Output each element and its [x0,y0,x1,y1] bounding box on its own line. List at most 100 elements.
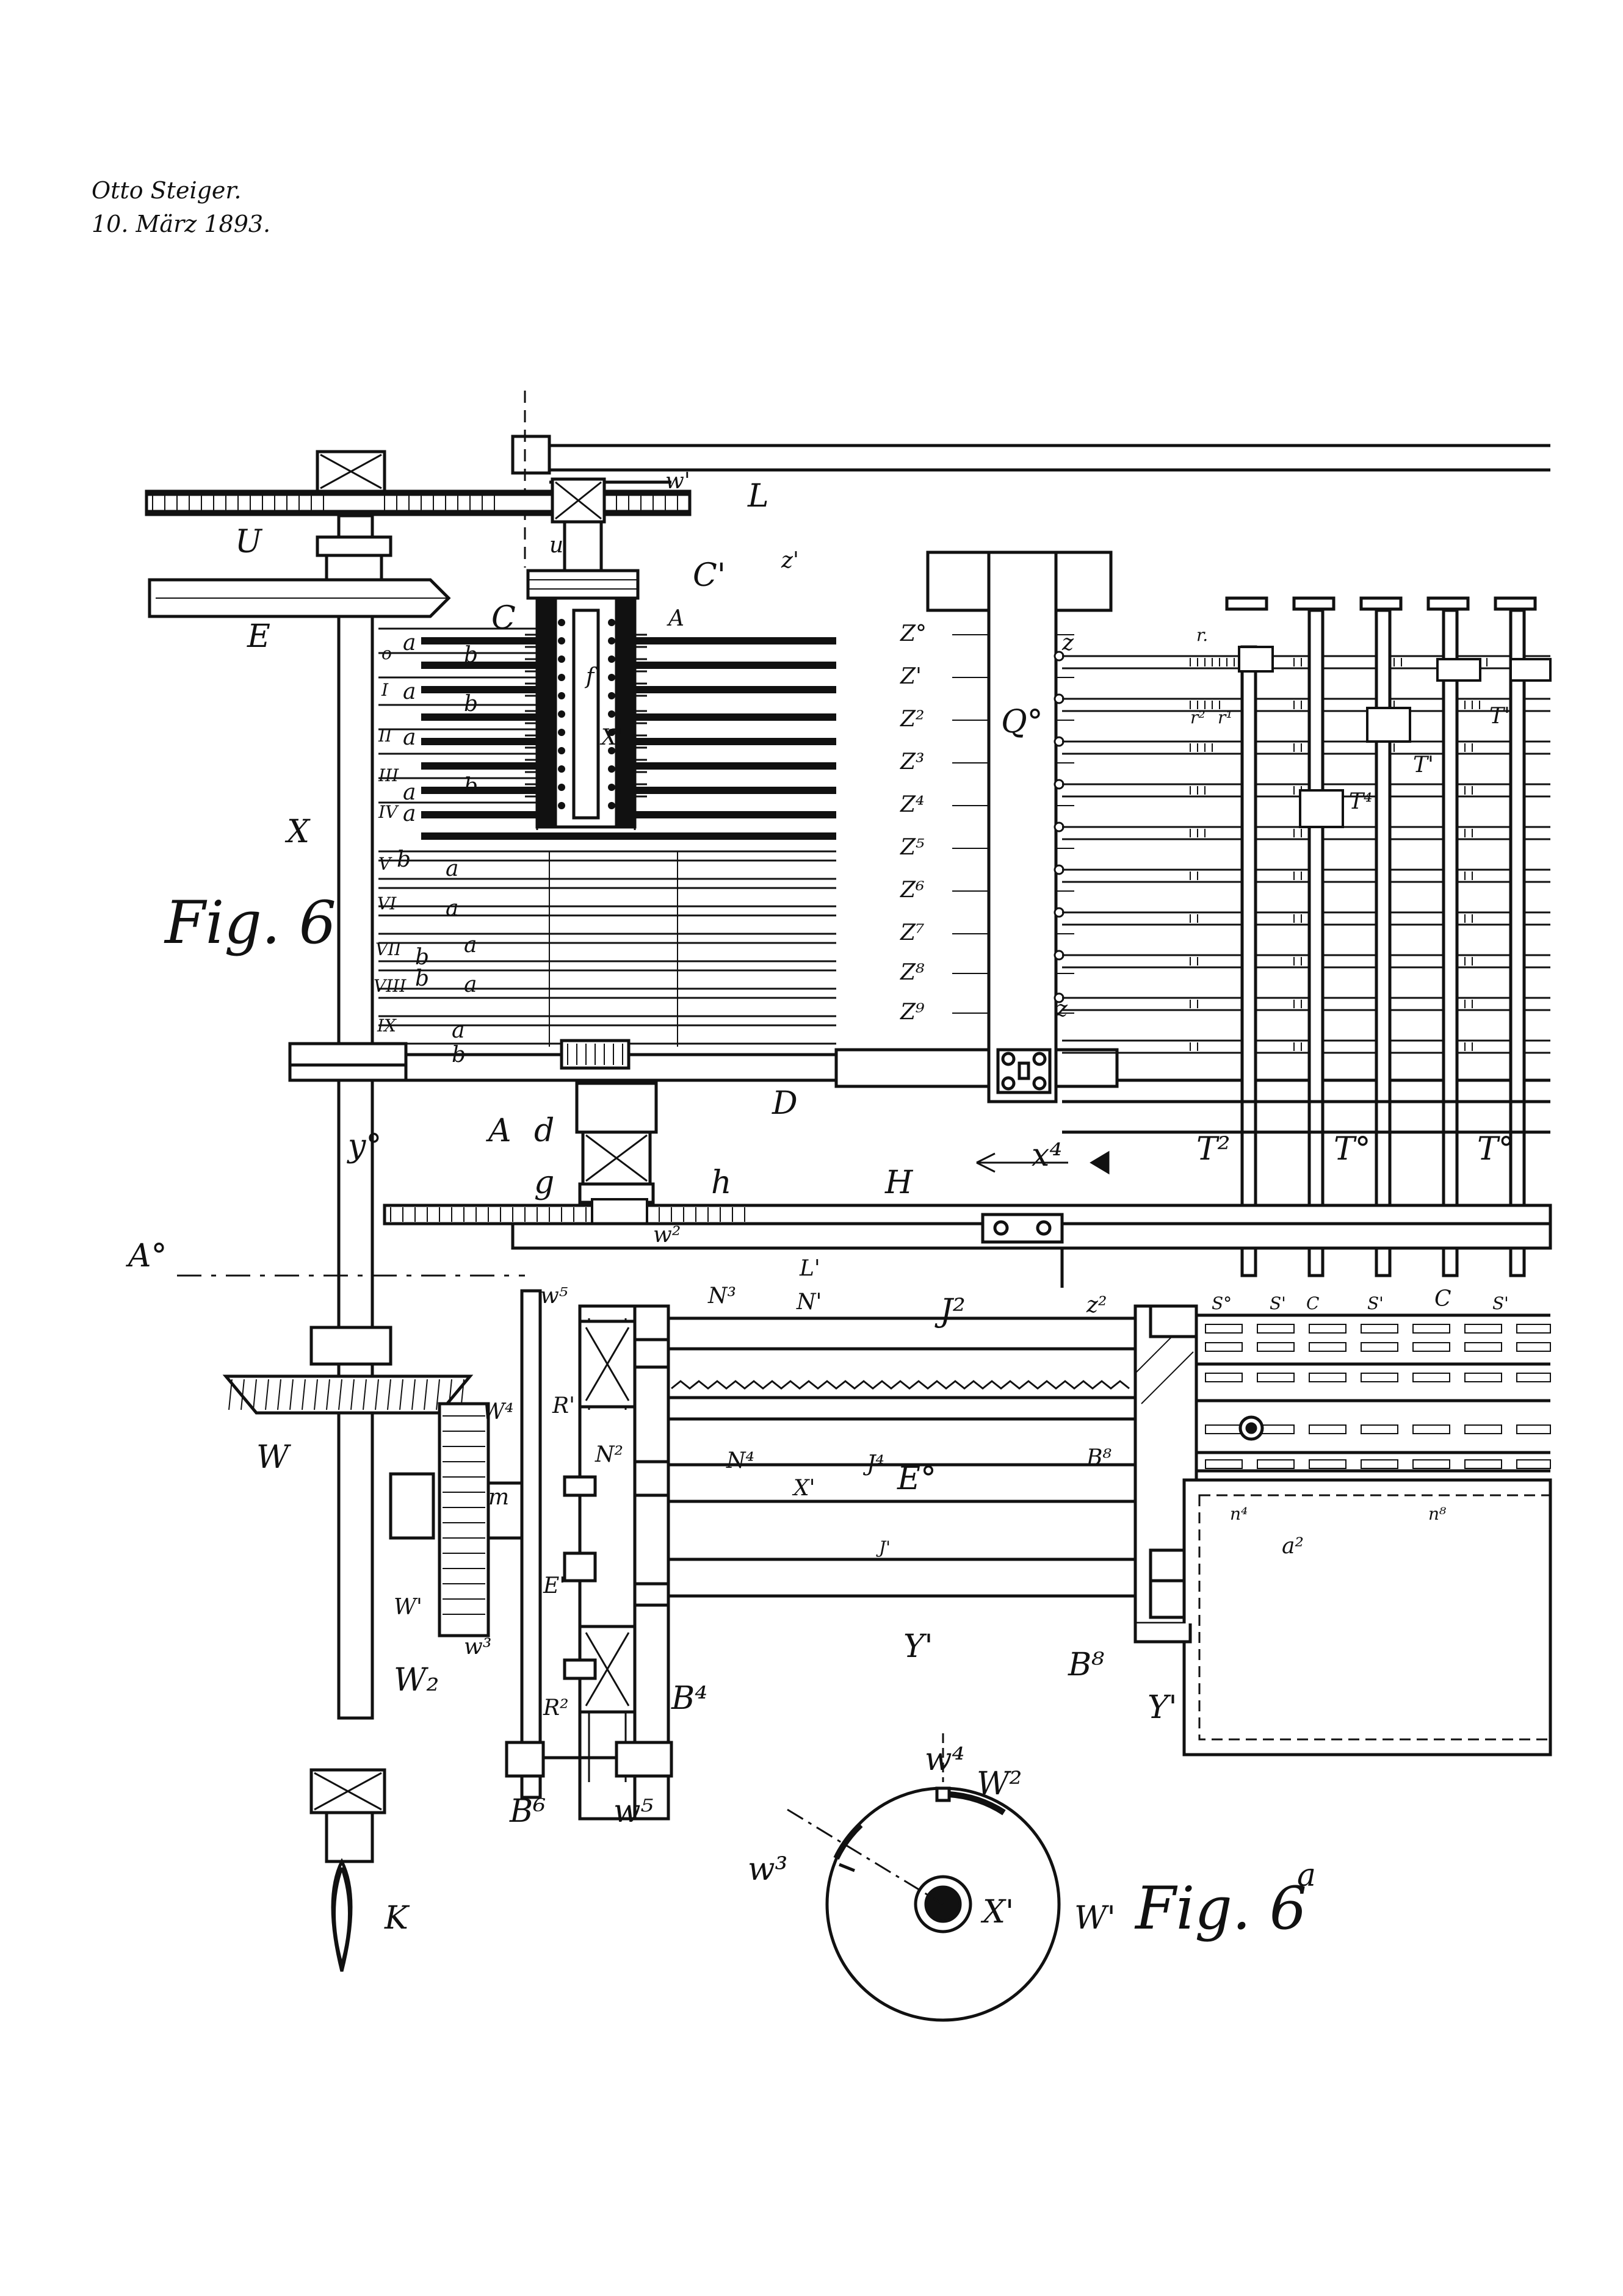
label-z7: Z⁷ [900,920,924,945]
label-w5-top: w⁵ [540,1283,568,1309]
label-w-gear: W [256,1439,291,1476]
label-c-sub: C [1306,1293,1319,1313]
label-w3: w³ [464,1634,491,1659]
fig6a-label-w2: W² [977,1766,1022,1802]
label-a-row6: a [446,896,458,921]
label-q0: Q° [1001,704,1043,740]
fig6a-disc [787,1733,1061,2022]
label-a-row0: a [403,630,416,655]
label-a-row7: a [464,933,477,958]
label-a-row4: a [403,801,416,826]
label-w1-gear: W' [394,1595,422,1620]
label-b8-a: B⁸ [1086,1445,1112,1470]
fig6a-label: Fig. 6 [1134,1874,1307,1943]
label-s0: S° [1212,1293,1232,1313]
fig6a-label-w1: W' [1074,1900,1116,1937]
lower-assembly [505,1289,1552,1821]
cylinder-x1 [526,477,640,829]
label-a2: a² [1282,1534,1304,1559]
row-label-3: III [378,765,399,785]
label-h-rack: H [884,1164,914,1201]
label-e0: E° [897,1460,936,1497]
row-label-4: IV [378,802,399,822]
label-e: E [247,618,270,655]
label-b-row0: b [464,643,478,668]
fig6a-label-x1: X' [980,1894,1014,1930]
fig6-label: Fig. 6 [164,889,336,957]
label-x4: x⁴ [1032,1137,1062,1174]
label-y0: y° [347,1128,381,1164]
label-x1-shaft: X' [792,1476,815,1501]
fig6a-suffix: a [1297,1857,1316,1894]
label-g: g [534,1164,554,1201]
label-z6: Z⁶ [900,878,924,903]
inventor-name: Otto Steiger. [92,177,242,204]
label-b8-b: B⁸ [1068,1647,1104,1683]
label-a-row5: a [446,856,458,881]
blade-e [148,578,451,618]
label-z2: z² [1086,1293,1107,1318]
label-j1: J' [876,1537,891,1558]
label-b-row8: b [415,966,429,991]
label-s2-a: S' [1367,1293,1384,1313]
label-z3: Z³ [900,749,924,774]
label-z0: Z° [900,621,927,646]
frame-top [511,391,1550,568]
label-n3: N³ [707,1283,736,1309]
label-x1-cyl: X' [599,725,623,750]
shaft-x [309,514,392,1972]
label-l1: L' [799,1256,820,1281]
label-w4: W⁴ [482,1399,513,1424]
label-b-row7: b [415,945,429,970]
label-n4-small: n⁴ [1230,1504,1248,1524]
label-u-small: u [549,533,563,558]
label-r2: r² [1190,707,1206,727]
label-a-top: A [667,606,684,631]
label-z9: Z⁹ [900,1000,925,1025]
row-label-5: V [378,854,392,874]
label-a-row9: a [452,1018,464,1043]
label-d-plate: D [772,1085,798,1122]
label-z4: Z⁴ [900,792,924,817]
label-a0: A° [126,1238,167,1274]
fig6a-label-w4: w⁴ [925,1741,964,1778]
lower-plate-d [288,1039,1550,1088]
label-t0-b: T° [1477,1131,1514,1168]
label-t-top: T' [1489,704,1510,729]
label-y1-b: Y' [1148,1689,1177,1726]
label-a-row3: a [403,780,416,805]
label-j2: J² [934,1293,966,1329]
label-m: m [488,1485,509,1510]
label-z1-bar: Z' [900,664,922,689]
label-a-lower: A [486,1113,511,1149]
rack-bars-upper [378,627,836,840]
label-n8: n⁸ [1428,1504,1447,1524]
label-w1: w' [665,469,690,494]
row-label-9: IX [377,1016,397,1036]
label-b-row1: b [464,691,478,717]
label-x: X [284,814,311,850]
row-label-2: II [378,726,392,746]
label-a-row8: a [464,972,477,997]
label-k: K [384,1900,410,1937]
label-c-sub-b: C [1434,1287,1451,1312]
column-q0 [926,551,1113,1103]
label-n1: N' [796,1290,822,1315]
label-w2-gear: W₂ [394,1662,439,1699]
label-w5-bottom: w⁵ [613,1793,654,1830]
label-b-row5: b [397,847,411,872]
row-label-7: VII [375,939,402,959]
row-label-1: I [381,680,389,700]
label-d: d [534,1113,554,1149]
labels: Fig. 6 Fig. 6 a U u E X L w' C' C A f X'… [126,469,1514,1943]
label-z-top: z [1061,630,1074,655]
label-c: C [491,600,516,637]
label-n2: N² [595,1442,623,1467]
label-z5: Z⁵ [900,835,924,860]
label-e1: E' [543,1573,565,1598]
label-b4: B⁴ [671,1680,707,1717]
label-b6: B⁶ [509,1793,546,1830]
label-s1: S' [1270,1293,1286,1313]
